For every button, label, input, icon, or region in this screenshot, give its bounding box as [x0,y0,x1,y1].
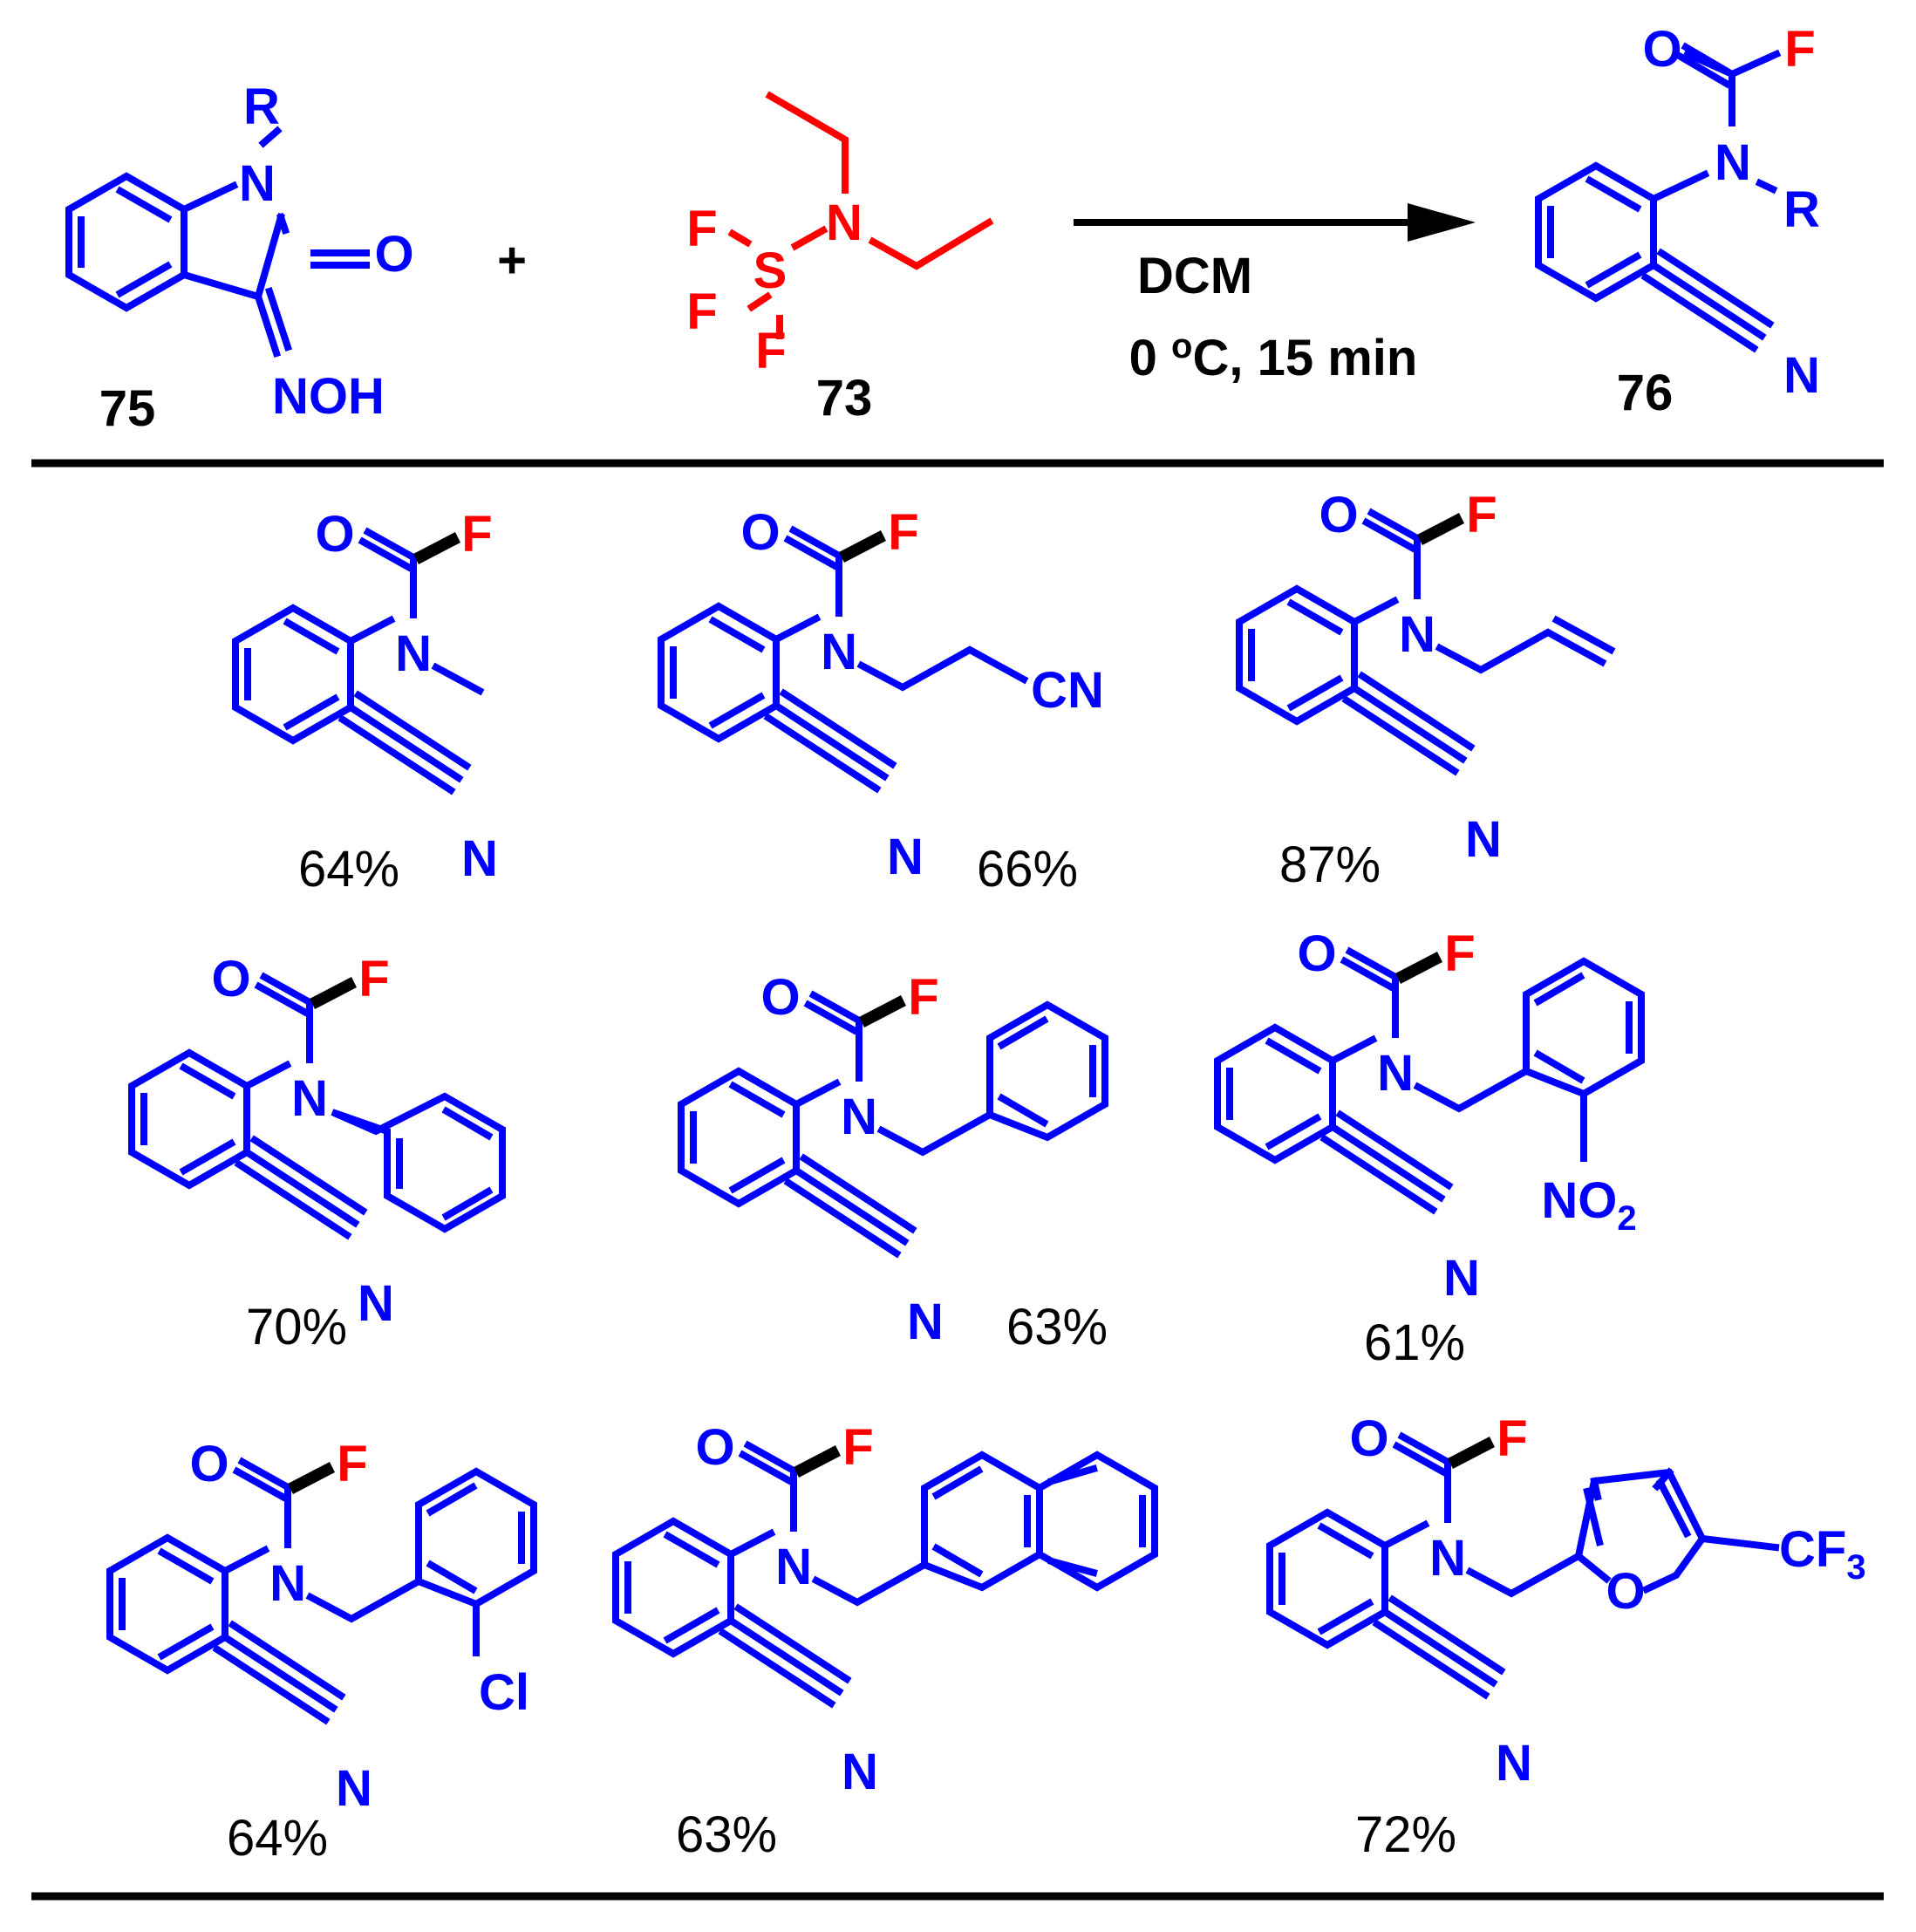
f-atom: F [461,506,492,563]
f-atom: F [337,1436,367,1492]
o-atom: O [695,1419,734,1476]
plus-sign: + [497,232,527,289]
product-nitrile-n: N [1783,347,1820,404]
yield-label: 63% [676,1806,777,1863]
product-n-atom: N [1715,134,1751,191]
yield-label: 72% [1355,1806,1456,1863]
n-atom: N [775,1539,812,1595]
o-atom: O [1349,1410,1388,1467]
example-methyl: O F N N [235,506,498,887]
example-cyanoethyl: O F N CN N [661,504,1104,885]
solvent-label: DCM [1137,248,1252,304]
product-r-label: R [1783,181,1820,238]
f-atom: F [358,951,389,1007]
compound-label-76: 76 [1617,365,1674,421]
o-atom: O [211,951,250,1007]
n-atom: N [1377,1045,1414,1102]
f-atom: F [842,1419,873,1476]
reaction-arrow [1074,203,1476,242]
nitrile-n-atom: N [1496,1735,1532,1792]
compound-label-73: 73 [816,370,873,427]
product-f-atom: F [1784,21,1815,78]
cf3-group-label: CF3 [1779,1521,1866,1587]
o-atom: O [189,1436,228,1492]
reagent-f-atom-3: F [755,323,786,379]
n-atom: N [269,1555,306,1612]
cn-group-label: CN [1031,662,1104,719]
n-atom: N [291,1070,328,1127]
carbonyl-o-atom: O [374,226,413,283]
example-phenyl: O F N N [132,951,506,1332]
example-benzyl: O F N N [681,969,1108,1350]
f-atom: F [1444,925,1475,982]
f-atom: F [908,969,938,1026]
sulfur-atom: S [753,242,788,299]
yield-label: 66% [977,841,1078,898]
nitrile-n-atom: N [1465,811,1502,868]
nitrile-n-atom: N [842,1744,878,1800]
o-atom: O [315,506,354,563]
nitrile-n-atom: N [461,830,498,887]
reagent-f-atom-2: F [686,283,717,340]
n-atom: N [395,625,432,682]
o-atom: O [1297,925,1336,982]
reactant-75: R N O NOH 75 [65,79,414,437]
f-atom: F [1466,487,1497,543]
nitrile-n-atom: N [336,1760,372,1817]
o-atom: O [760,969,800,1026]
n-atom: N [1399,606,1435,663]
nitrile-n-atom: N [358,1275,394,1332]
yield-label: 70% [246,1299,347,1355]
chloro-group-label: Cl [479,1664,529,1721]
f-atom: F [1497,1410,1527,1467]
product-76: O F N R N 76 [1535,21,1820,421]
ring-n-atom: N [239,155,276,212]
yield-label: 64% [298,841,399,898]
yield-label: 87% [1279,836,1381,893]
o-atom: O [740,504,780,561]
product-o-atom: O [1642,21,1681,78]
f-atom: F [888,504,918,561]
n-atom: N [821,624,857,680]
n-atom: N [841,1089,877,1145]
example-chlorobenzyl: O F N Cl N [110,1436,537,1817]
o-atom: O [1319,487,1358,543]
yield-label: 61% [1364,1314,1465,1371]
example-naphthylmethyl: O F N N [616,1419,1158,1800]
reagent-73: S N F F F 73 [686,91,994,427]
example-cf3-furfuryl: O F N O CF3 N [1270,1410,1866,1792]
nitrile-n-atom: N [907,1294,944,1350]
reagent-n-atom: N [826,195,863,251]
yield-label: 64% [227,1810,328,1867]
nitrile-n-atom: N [887,829,924,885]
reagent-f-atom-1: F [686,201,717,257]
compound-label-75: 75 [99,380,156,437]
furan-o-atom: O [1606,1563,1645,1620]
example-allyl: O F N N [1239,487,1616,868]
temperature-time-label: 0 oC, 15 min [1129,327,1418,386]
nitro-group-label: NO2 [1541,1172,1636,1238]
nitrile-n-atom: N [1443,1250,1480,1307]
yield-label: 63% [1006,1299,1108,1355]
example-nitrobenzyl: O F N NO2 N [1217,925,1645,1307]
n-atom: N [1429,1530,1466,1587]
oxime-label: NOH [272,368,385,425]
r-group-label: R [243,79,280,135]
